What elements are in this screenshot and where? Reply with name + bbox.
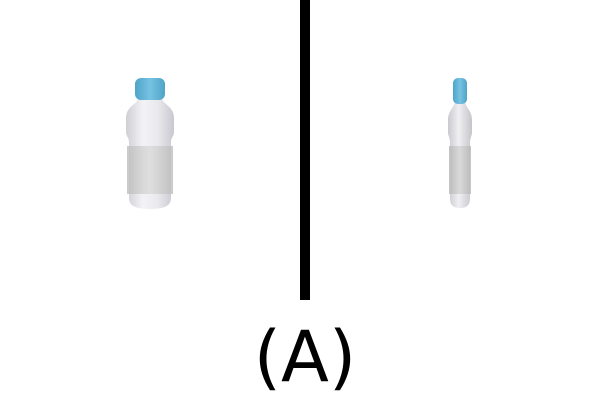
figure-caption: (A) <box>253 316 357 398</box>
bottle-front-view-image <box>126 78 174 209</box>
bottle-label-band <box>449 146 471 194</box>
bottle-label-band <box>127 146 173 194</box>
bottle-cap <box>135 78 165 100</box>
bottle-side-view-image <box>448 78 472 208</box>
bottle-cap <box>453 78 467 104</box>
vertical-divider <box>300 0 310 300</box>
